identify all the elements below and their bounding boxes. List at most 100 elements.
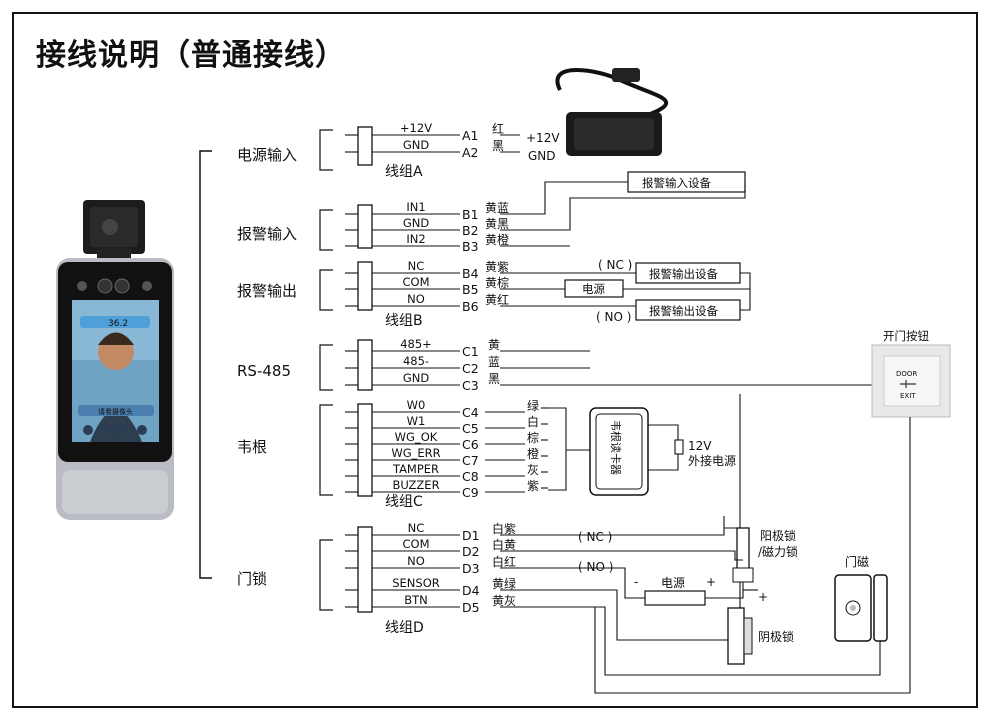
lock-pin: D2 [462,544,480,559]
alarm_out-pin: B4 [462,266,479,281]
wiegand-wire-color: 棕 [527,430,539,445]
alarm-output-nc: ( NC ) [598,258,632,272]
lock-signal: BTN [404,593,428,607]
lock-signal: SENSOR [392,576,440,590]
wiegand-pin: C6 [462,437,479,452]
wiegand-wire-color: 橙 [527,446,539,461]
rs485-signal: 485+ [400,337,432,351]
alarm_in-wire-color: 黄黑 [485,217,509,231]
wiegand-wires [548,407,684,491]
lock1-label-2: /磁力锁 [758,544,798,559]
wiegand-wire-color: 白 [527,414,539,429]
lock-signal: NO [407,554,425,568]
lock-pin: D3 [462,561,480,576]
lock-power-plus: + [706,575,716,589]
lock-power-minus: - [634,575,638,589]
wiegand-wire-color: 紫 [527,479,539,493]
section-alarm-input: 报警输入 [237,225,297,243]
exit-button-door: DOOR [896,370,917,378]
rs485-pin: C3 [462,378,479,393]
connector-b-in [357,204,373,249]
diagram-frame [12,12,978,708]
power-pin: A2 [462,145,479,160]
lock-nc: ( NC ) [578,530,612,544]
alarm-output-no: ( NO ) [596,310,631,324]
alarm_out-signal: NO [407,292,425,306]
page-title: 接线说明（普通接线） [36,38,346,73]
alarm_out-signal: NC [408,259,425,273]
exit-button: DOOR EXIT [871,344,951,418]
section-power-input: 电源输入 [237,146,297,164]
cathode-lock [727,607,753,665]
screen-prompt: 请看摄像头 [98,407,133,416]
rs485-pin: C2 [462,361,479,376]
power-adapter [555,68,668,156]
alarm_in-signal: GND [403,216,430,230]
connector-d [357,526,373,613]
alarm-output-wires [500,272,751,311]
brand-logo: alhua [72,447,97,457]
rs485-pin: C1 [462,344,479,359]
power-pin: A1 [462,128,479,143]
lock1-label-1: 阳极锁 [760,528,796,543]
group-b-label: 线组B [385,313,423,329]
group-d-label: 线组D [385,620,424,636]
connector-c-wg [357,403,373,497]
wiegand-signal: WG_ERR [391,446,440,460]
wiegand-signal: WG_OK [395,430,438,444]
alarm-input-device: 报警输入设备 [642,176,711,190]
group-a-label: 线组A [385,164,423,180]
group-brackets [319,129,333,611]
wiegand-reader [589,407,649,496]
alarm_in-signal: IN1 [406,200,425,214]
lock-power-box [644,590,706,606]
alarm_in-wire-color: 黄蓝 [485,201,509,215]
alarm_in-wire-color: 黄橙 [485,232,509,247]
rs485-signal: 485- [403,354,429,368]
lock2-label: 阴极锁 [758,629,794,644]
alarm-input-wires [500,181,746,247]
wiegand-pin: C5 [462,421,479,436]
rs485-signal: GND [403,371,430,385]
wiegand-reader-label: 韦根读卡器 [609,420,623,475]
lock-no: ( NO ) [578,560,613,574]
alarm_out-signal: COM [402,275,429,289]
group-c-label: 线组C [385,494,423,510]
section-bracket [199,150,212,579]
power-wire-color: 红 [492,121,504,136]
connector-b-out [357,261,373,311]
power-signal: GND [403,138,430,152]
alarm_out-wire-color: 黄紫 [485,260,509,274]
wiegand-wire-color: 灰 [527,463,539,477]
wiegand-signal: TAMPER [392,462,439,476]
rs485-wire-color: 黑 [488,372,500,386]
wiegand-pin: C8 [462,469,479,484]
section-wiegand: 韦根 [237,438,267,456]
section-alarm-output: 报警输出 [237,282,297,300]
lock-signal: COM [402,537,429,551]
alarm-output-device-1: 报警输出设备 [649,267,718,281]
wiegand-signal: W0 [407,398,426,412]
door-sensor-label: 门磁 [845,554,869,569]
alarm_out-wire-color: 黄红 [485,292,509,307]
connector-c-485 [357,339,373,391]
wiegand-pin: C4 [462,405,479,420]
exit-button-caption: 开门按钮 [883,329,929,343]
power-wire-color: 黑 [492,139,504,153]
temperature-readout: 36.2 [108,319,128,329]
lock-pin: D5 [462,600,480,615]
rs485-wire-color: 黄 [488,338,500,352]
exit-button-exit: EXIT [900,392,916,400]
alarm_out-pin: B6 [462,299,479,314]
lock-power: 电源 [661,576,685,590]
lock-wire-color: 白黄 [492,537,516,552]
alarm_out-pin: B5 [462,282,479,297]
rs485-wire-color: 蓝 [488,355,500,369]
lock-pin: D4 [462,583,480,598]
connector-a [357,126,373,166]
section-door-lock: 门锁 [237,570,267,588]
wiegand-signal: W1 [407,414,426,428]
wiegand-signal: BUZZER [392,478,439,492]
alarm_in-pin: B1 [462,207,479,222]
